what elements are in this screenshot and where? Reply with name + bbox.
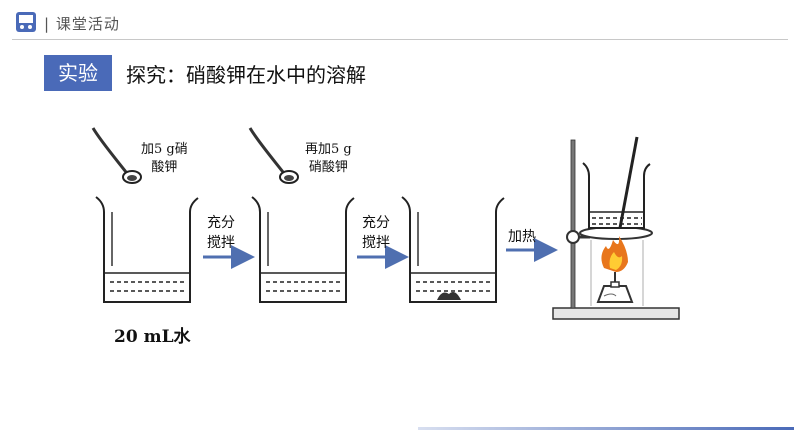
footer-accent-line (418, 427, 794, 430)
label-stir-1: 充分 搅拌 (207, 215, 235, 251)
experiment-tag: 实验 (44, 55, 112, 91)
heating-apparatus (552, 136, 680, 320)
spoon-icon (248, 127, 299, 184)
spoon-icon (91, 127, 142, 184)
classroom-icon (16, 12, 36, 32)
header: | 课堂活动 (0, 0, 794, 40)
label-stir-2: 充分 搅拌 (362, 215, 390, 251)
undissolved-crystals (437, 292, 461, 300)
label-add-1: 加5 g硝 酸钾 (141, 142, 188, 175)
label-heat: 加热 (508, 229, 536, 245)
label-add-2: 再加5 g 硝酸钾 (305, 142, 352, 175)
label-water: 20 mL水 (114, 327, 191, 347)
beaker-2 (251, 196, 355, 303)
page-title: 探究：硝酸钾在水中的溶解 (126, 63, 366, 87)
beaker-1 (95, 196, 199, 303)
header-title: | 课堂活动 (44, 15, 120, 33)
beaker-3 (401, 196, 505, 303)
header-divider (12, 39, 788, 40)
